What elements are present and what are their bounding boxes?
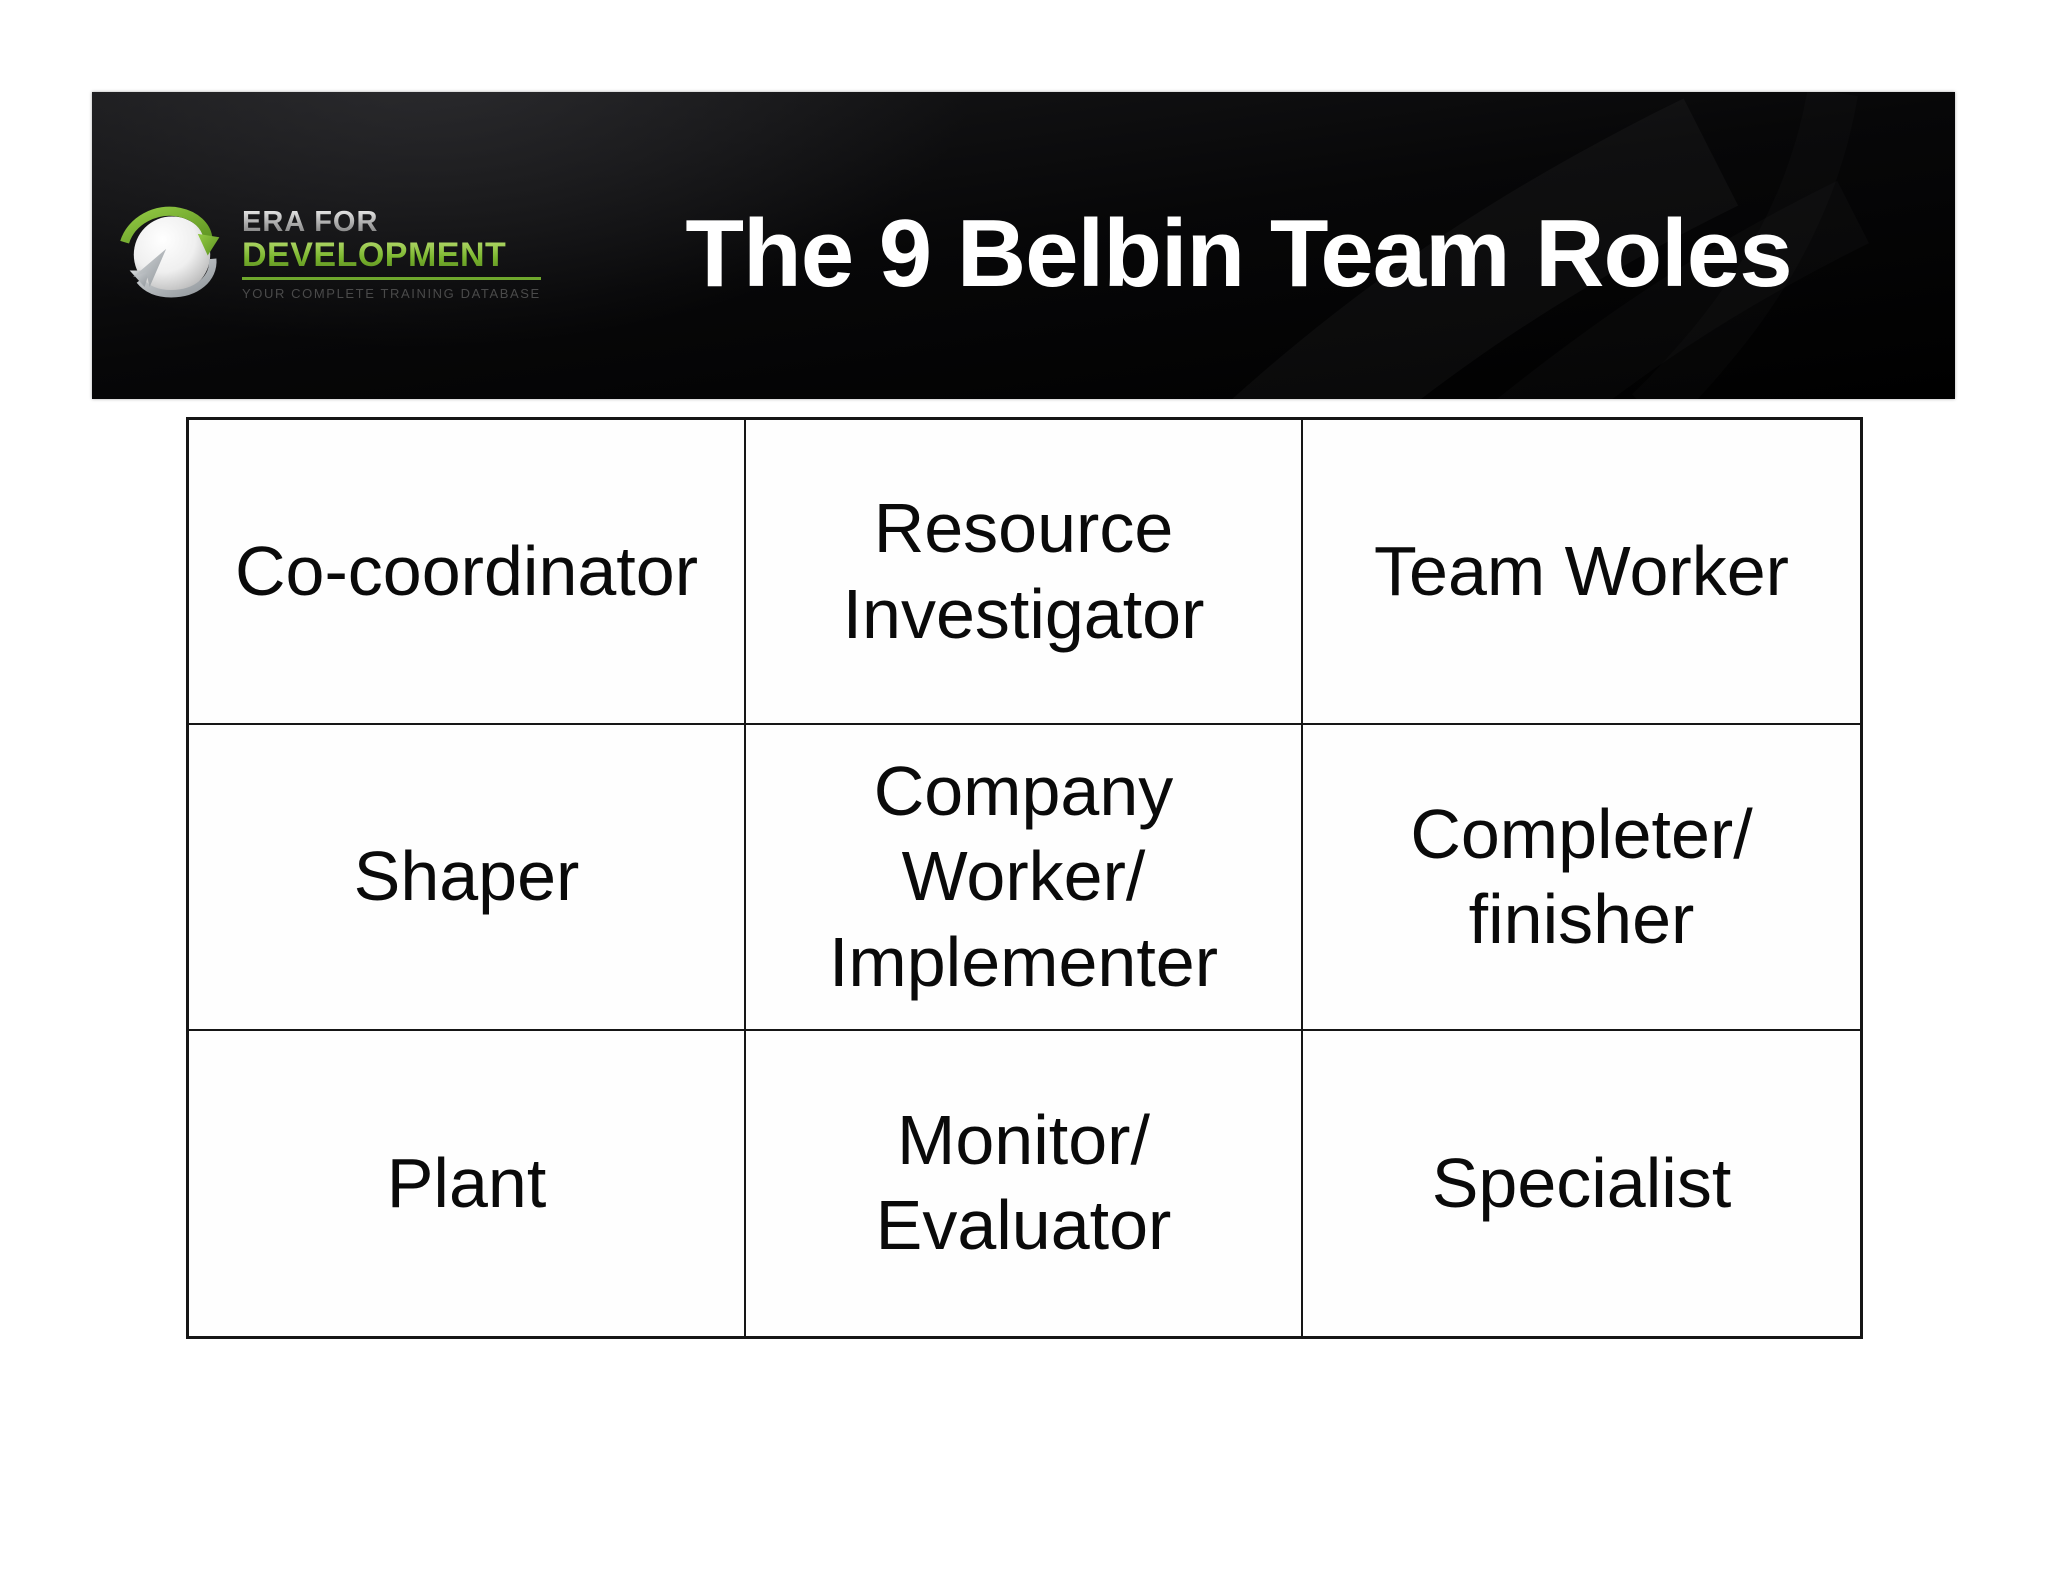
role-cell: Co-coordinator	[189, 420, 746, 726]
slide-title: The 9 Belbin Team Roles	[685, 199, 1792, 307]
role-cell: Shaper	[189, 725, 746, 1031]
role-cell: Monitor/ Evaluator	[746, 1030, 1303, 1336]
logo-name-line2: DEVELOPMENT	[242, 237, 541, 280]
logo-text-block: ERA FOR DEVELOPMENT YOUR COMPLETE TRAINI…	[242, 206, 541, 301]
team-roles-table: Co-coordinator Resource Investigator Tea…	[186, 417, 1863, 1339]
globe-arrows-logo-icon	[120, 206, 220, 297]
slide-header-banner: ERA FOR DEVELOPMENT YOUR COMPLETE TRAINI…	[92, 92, 1955, 399]
role-cell: Specialist	[1431, 1143, 1732, 1222]
role-cell: Plant	[189, 1030, 746, 1336]
role-cell: Company Worker/ Implementer	[746, 725, 1303, 1031]
logo-name-line1: ERA FOR	[242, 206, 541, 238]
era-for-development-logo: ERA FOR DEVELOPMENT YOUR COMPLETE TRAINI…	[118, 92, 541, 399]
role-cell: Team Worker	[1303, 420, 1860, 726]
logo-tagline: YOUR COMPLETE TRAINING DATABASE	[242, 285, 541, 301]
title-container: The 9 Belbin Team Roles	[522, 92, 1955, 399]
role-cell: Completer/ finisher	[1303, 725, 1860, 1031]
role-cell: Resource Investigator	[746, 420, 1303, 726]
